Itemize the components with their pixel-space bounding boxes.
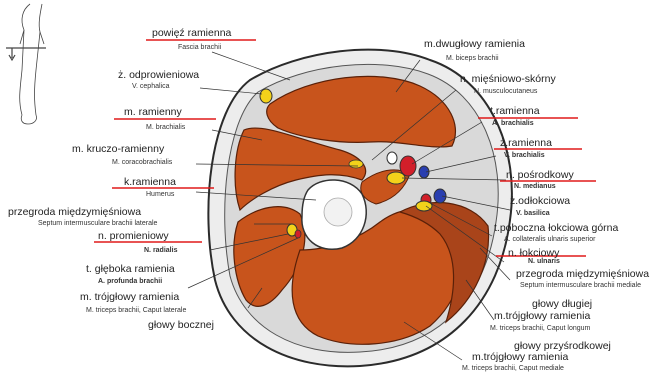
biceps-label: m.dwugłowy ramienia	[424, 39, 525, 50]
median-nerve-latin: N. medianus	[514, 183, 556, 190]
medial-head-label: głowy przyśrodkowej	[514, 341, 611, 352]
radial-nerve-latin: N. radialis	[144, 247, 177, 254]
fascia-label: powięź ramienna	[152, 28, 231, 39]
lateral-head-label: głowy bocznej	[148, 320, 214, 331]
brachialis-latin: M. brachialis	[146, 124, 185, 131]
coracobrachialis-label: m. kruczo-ramienny	[72, 144, 164, 155]
humerus-latin: Humerus	[146, 191, 174, 198]
musculocutaneous-latin: N. musculocutaneus	[474, 88, 537, 95]
radial-nerve-label: n. promieniowy	[98, 231, 169, 242]
brachial-vein-label: ż.ramienna	[500, 138, 552, 149]
musculocutaneous-label: n. mięśniowo-skórny	[460, 74, 556, 85]
triceps-medial-latin: M. triceps brachii, Caput mediale	[462, 365, 564, 372]
basilic-vein-label: ż.odłokciowa	[510, 196, 570, 207]
basilic-vein	[434, 189, 446, 203]
profunda-label: t. głęboka ramienia	[86, 264, 175, 275]
brachial-artery	[400, 156, 416, 176]
brachial-vein-latin: V. brachialis	[504, 152, 545, 159]
triceps-lateral-label: m. trójgłowy ramienia	[80, 292, 179, 303]
profunda-artery	[295, 230, 301, 238]
triceps-long-latin: M. triceps brachii, Caput longum	[490, 325, 590, 332]
brachialis-label: m. ramienny	[124, 107, 182, 118]
medullary-cavity	[324, 198, 352, 226]
fascia-latin: Fascia brachii	[178, 44, 221, 51]
medial-septum-label: przegroda międzymięśniowa	[516, 269, 649, 280]
median-nerve-label: n. pośrodkowy	[506, 170, 574, 181]
cephalica-latin: V. cephalica	[132, 83, 170, 90]
biceps-latin: M. biceps brachii	[446, 55, 499, 62]
coracobrachialis-latin: M. coracobrachialis	[112, 159, 172, 166]
ulnar-nerve-latin: N. ulnaris	[528, 258, 560, 265]
triceps-lateral-latin: M. triceps brachii, Caput laterale	[86, 307, 186, 314]
profunda-latin: A. profunda brachii	[98, 278, 162, 285]
brachial-artery-latin: A. brachialis	[492, 120, 534, 127]
cephalica-label: ż. odprowieniowa	[118, 70, 199, 81]
brachial-vein-1	[387, 152, 397, 164]
collateral-artery-label: t.poboczna łokciowa górna	[494, 223, 618, 234]
basilic-vein-latin: V. basilica	[516, 210, 550, 217]
cephalic-vein	[260, 89, 272, 103]
humerus-label: k.ramienna	[124, 177, 176, 188]
ulnar-nerve-label: n. łokciowy	[508, 248, 559, 259]
musculocutaneous-nerve	[349, 160, 363, 168]
long-head-label: głowy długiej	[532, 299, 592, 310]
arm-orientation-sketch	[6, 4, 46, 124]
lateral-septum-latin: Septum intermusculare brachii laterale	[38, 220, 157, 227]
collateral-artery-latin: A. collateralis ulnaris superior	[504, 236, 595, 243]
triceps-medial-label: m.trójgłowy ramienia	[472, 352, 568, 363]
medial-septum-latin: Septum intermusculare brachii mediale	[520, 282, 641, 289]
triceps-long-label: m.trójgłowy ramienia	[494, 311, 590, 322]
brachial-artery-label: t.ramienna	[490, 106, 540, 117]
lateral-septum-label: przegroda międzymięśniowa	[8, 207, 141, 218]
